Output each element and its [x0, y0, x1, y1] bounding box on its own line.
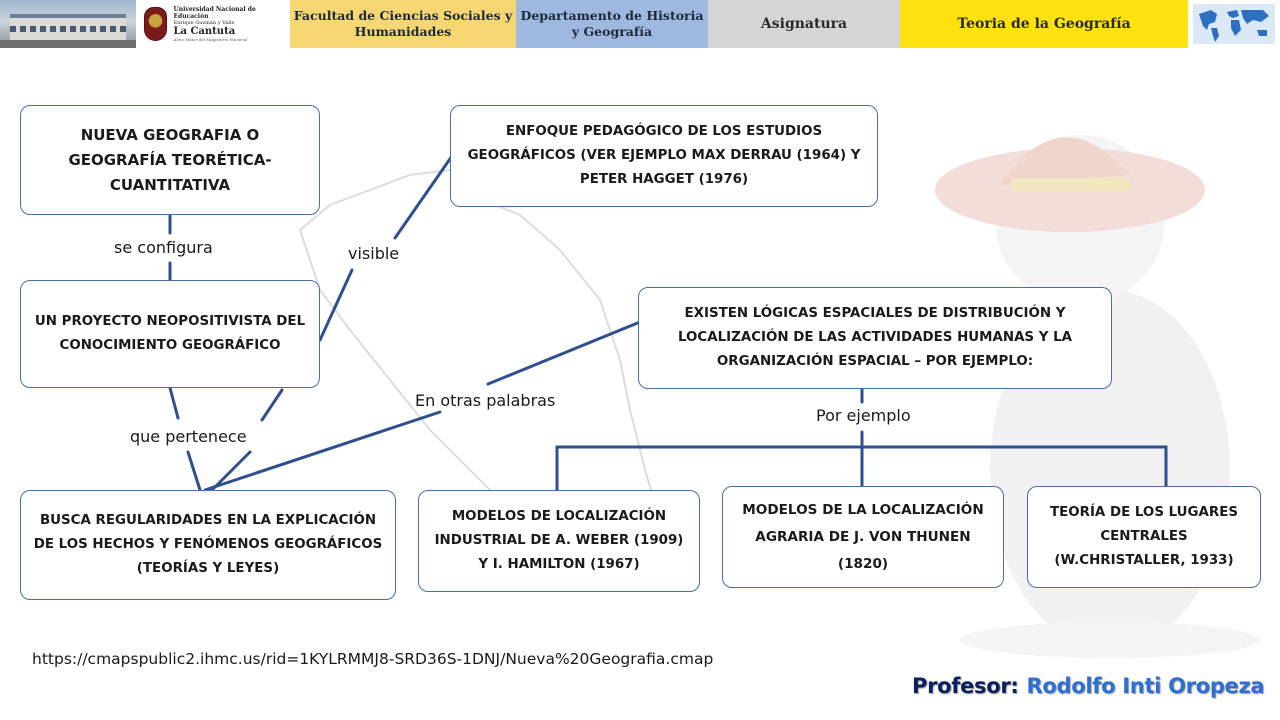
professor-name: Rodolfo Inti Oropeza: [1026, 674, 1265, 698]
link-en-otras-palabras-logicas: [486, 320, 642, 386]
node-busca-regularidades: BUSCA REGULARIDADES EN LA EXPLICACIÓN DE…: [20, 490, 396, 600]
link-que-pertenece-busca-2: [210, 450, 252, 492]
node-modelos-weber: MODELOS DE LOCALIZACIÓN INDUSTRIAL DE A.…: [418, 490, 700, 592]
link-por-ejemplo-branches: [555, 445, 1168, 492]
subject-title: Teoria de la Geografía: [900, 0, 1188, 48]
university-short-name: La Cantuta: [173, 26, 236, 37]
department-title: Departamento de Historia y Geografía: [516, 0, 708, 48]
university-seal-icon: [144, 7, 168, 41]
link-label-en-otras-palabras: En otras palabras: [415, 391, 556, 410]
node-enfoque-pedagogico: ENFOQUE PEDAGÓGICO DE LOS ESTUDIOS GEOGR…: [450, 105, 878, 207]
link-visible-que-pertenece: [260, 388, 284, 422]
professor-label: Profesor:: [912, 674, 1019, 698]
professor-credit: Profesor: Rodolfo Inti Oropeza: [912, 674, 1265, 698]
world-map-icon: [1188, 0, 1280, 48]
link-proyecto-que-pertenece: [168, 386, 180, 420]
faculty-title: Facultad de Ciencias Sociales y Humanida…: [290, 0, 516, 48]
link-busca-en-otras-palabras: [203, 410, 442, 492]
node-logicas-espaciales: EXISTEN LÓGICAS ESPACIALES DE DISTRIBUCI…: [638, 287, 1112, 389]
node-nueva-geografia: NUEVA GEOGRAFIA O GEOGRAFÍA TEORÉTICA-CU…: [20, 105, 320, 215]
node-lugares-centrales: TEORÍA DE LOS LUGARES CENTRALES (W.CHRIS…: [1027, 486, 1261, 588]
university-logo: Universidad Nacional de Educación Enriqu…: [136, 0, 290, 48]
university-motto: Alma Máter del Magisterio Nacional: [173, 37, 248, 42]
link-label-por-ejemplo: Por ejemplo: [816, 406, 911, 425]
university-name: Universidad Nacional de Educación: [173, 6, 256, 20]
university-building-photo: [0, 0, 136, 48]
link-proyecto-visible: [318, 268, 354, 342]
link-label-que-pertenece: que pertenece: [130, 427, 247, 446]
source-url: https://cmapspublic2.ihmc.us/rid=1KYLRMM…: [32, 650, 714, 668]
header-banner: Universidad Nacional de Educación Enriqu…: [0, 0, 1280, 48]
link-label-se-configura: se configura: [114, 238, 213, 257]
node-modelos-thunen: MODELOS DE LA LOCALIZACIÓN AGRARIA DE J.…: [722, 486, 1004, 588]
node-proyecto-neopositivista: UN PROYECTO NEOPOSITIVISTA DEL CONOCIMIE…: [20, 280, 320, 388]
university-name-2: Enrique Guzmán y Valle: [173, 20, 235, 26]
link-label-visible: visible: [348, 244, 400, 263]
link-que-pertenece-busca: [186, 450, 202, 492]
link-visible-enfoque: [393, 154, 454, 240]
subject-label: Asignatura: [708, 0, 900, 48]
